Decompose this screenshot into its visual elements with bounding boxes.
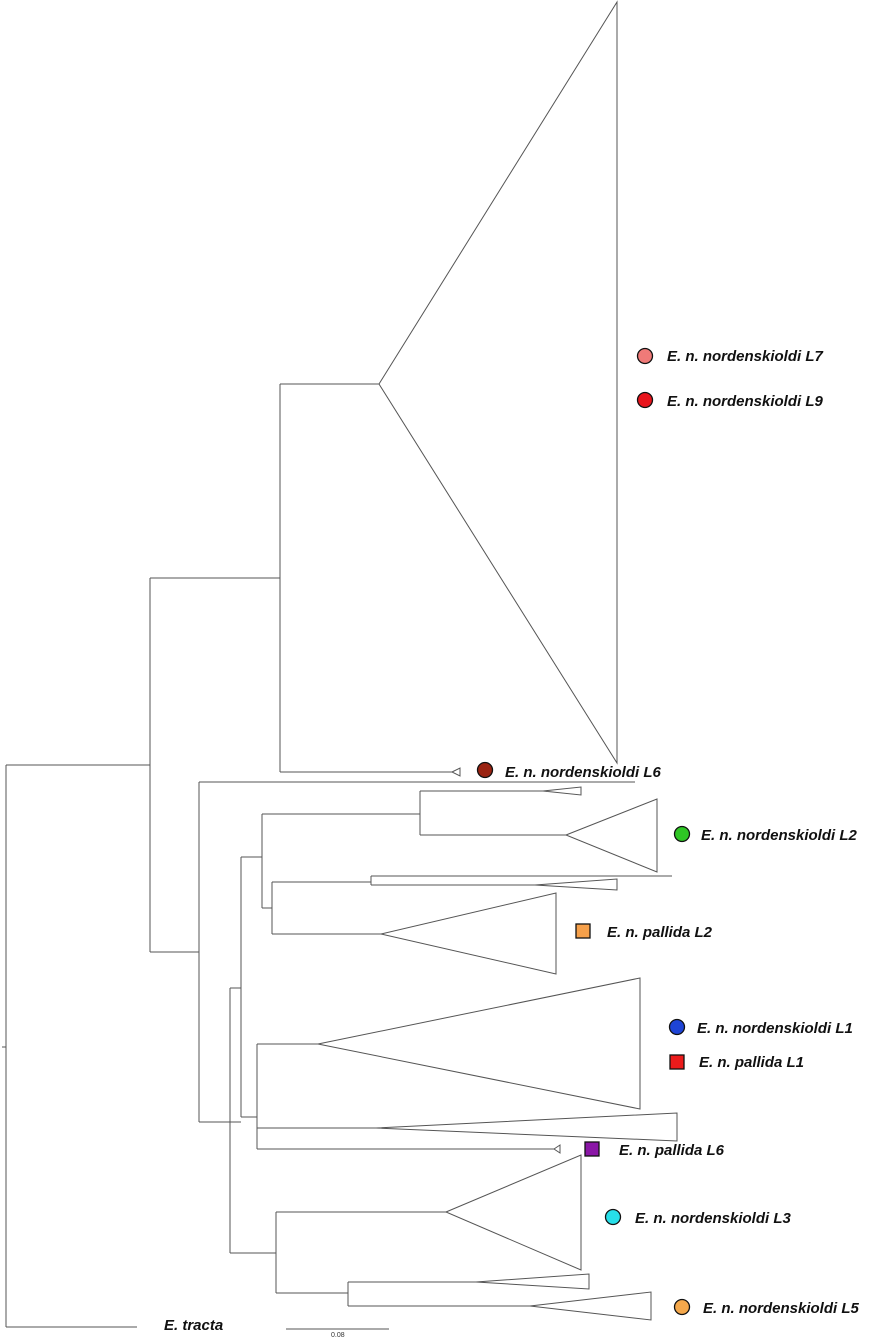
marker-nordenskioldi-l2 <box>673 825 691 843</box>
marker-nordenskioldi-l9 <box>636 391 654 409</box>
tree-branches <box>2 383 672 1328</box>
label-nordenskioldi-l2: E. n. nordenskioldi L2 <box>701 827 858 844</box>
label-nordenskioldi-l5: E. n. nordenskioldi L5 <box>703 1300 860 1317</box>
label-pallida-l2: E. n. pallida L2 <box>607 924 713 941</box>
label-nordenskioldi-l3: E. n. nordenskioldi L3 <box>635 1210 792 1227</box>
label-nordenskioldi-l6: E. n. nordenskioldi L6 <box>505 764 662 781</box>
marker-nordenskioldi-l3 <box>604 1208 622 1226</box>
marker-pallida-l2 <box>575 923 591 939</box>
scale-bar-label: 0.08 <box>331 1332 345 1339</box>
marker-nordenskioldi-l6 <box>476 761 494 779</box>
collapsed-clade-small-1 <box>542 786 582 796</box>
collapsed-clade-pallida-l2 <box>380 892 557 975</box>
scale-bar: 0.08 <box>286 1328 389 1339</box>
collapsed-clade-l2-nordenskioldi <box>564 798 658 873</box>
label-nordenskioldi-l7: E. n. nordenskioldi L7 <box>667 348 824 365</box>
label-pallida-l6: E. n. pallida L6 <box>619 1142 725 1159</box>
clade-markers <box>476 347 691 1316</box>
collapsed-clade-l7-l9 <box>378 0 618 765</box>
label-nordenskioldi-l1: E. n. nordenskioldi L1 <box>697 1020 853 1037</box>
collapsed-clade-long-wedge <box>375 1112 678 1142</box>
collapsed-clade-small-3 <box>475 1273 590 1290</box>
collapsed-clade-l3 <box>444 1154 582 1271</box>
label-nordenskioldi-l9: E. n. nordenskioldi L9 <box>667 393 824 410</box>
marker-nordenskioldi-l5 <box>673 1298 691 1316</box>
collapsed-clade-l1 <box>317 977 641 1110</box>
collapsed-clade-small-2 <box>534 878 618 891</box>
collapsed-clades <box>317 0 678 1321</box>
marker-pallida-l1 <box>669 1054 685 1070</box>
collapsed-clade-l5 <box>529 1291 652 1321</box>
marker-pallida-l6 <box>584 1141 600 1157</box>
clade-labels: E. n. nordenskioldi L7 E. n. nordenskiol… <box>164 348 860 1334</box>
marker-nordenskioldi-l1 <box>668 1018 686 1036</box>
collapsed-clade-l6 <box>450 767 461 777</box>
label-pallida-l1: E. n. pallida L1 <box>699 1054 804 1071</box>
collapsed-clade-pallida-l6 <box>553 1144 561 1154</box>
label-outgroup-tracta: E. tracta <box>164 1317 223 1334</box>
marker-nordenskioldi-l7 <box>636 347 654 365</box>
